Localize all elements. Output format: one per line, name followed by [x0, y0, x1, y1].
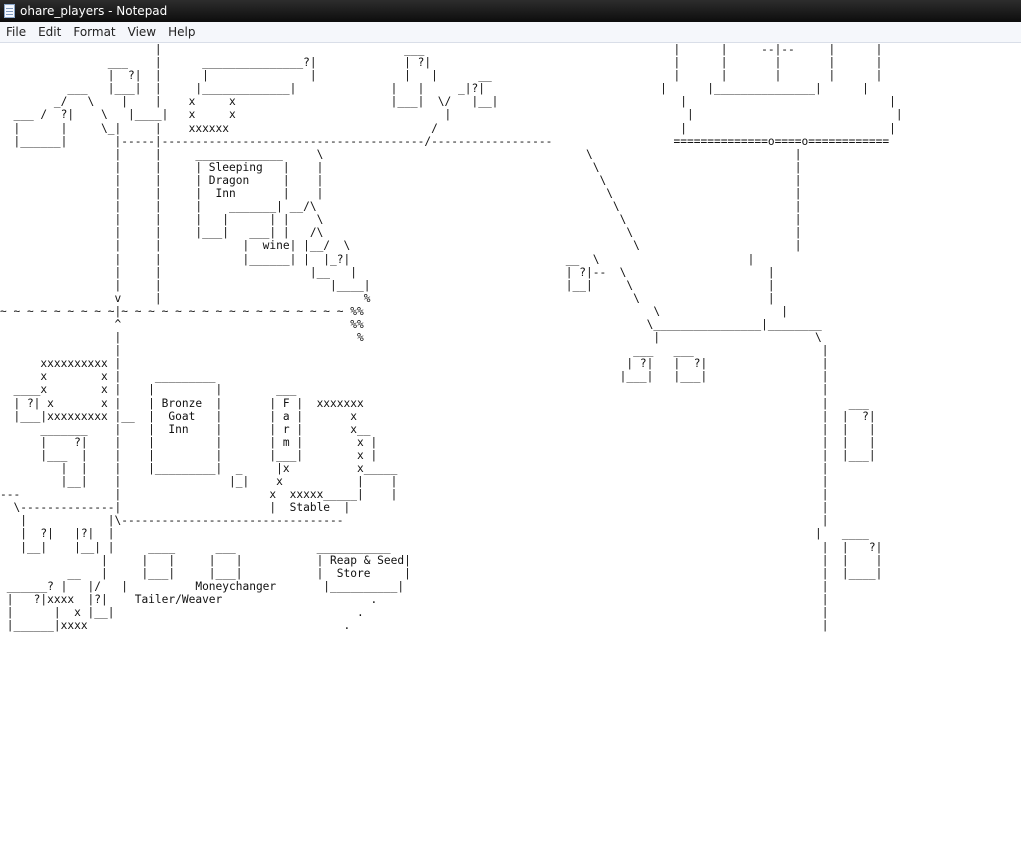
text-editor-area[interactable]: | ___ | | --|-- | | ___ | ______________… [0, 43, 1021, 859]
window-title: ohare_players - Notepad [20, 4, 168, 18]
menu-help[interactable]: Help [168, 25, 196, 39]
menu-file[interactable]: File [6, 25, 27, 39]
menu-edit[interactable]: Edit [38, 25, 62, 39]
notepad-icon [4, 4, 15, 18]
ascii-map-text[interactable]: | ___ | | --|-- | | ___ | ______________… [0, 43, 903, 633]
menu-view[interactable]: View [127, 25, 157, 39]
window-titlebar[interactable]: ohare_players - Notepad [0, 0, 1021, 22]
menu-format[interactable]: Format [73, 25, 116, 39]
menu-bar: File Edit Format View Help [0, 22, 1021, 43]
